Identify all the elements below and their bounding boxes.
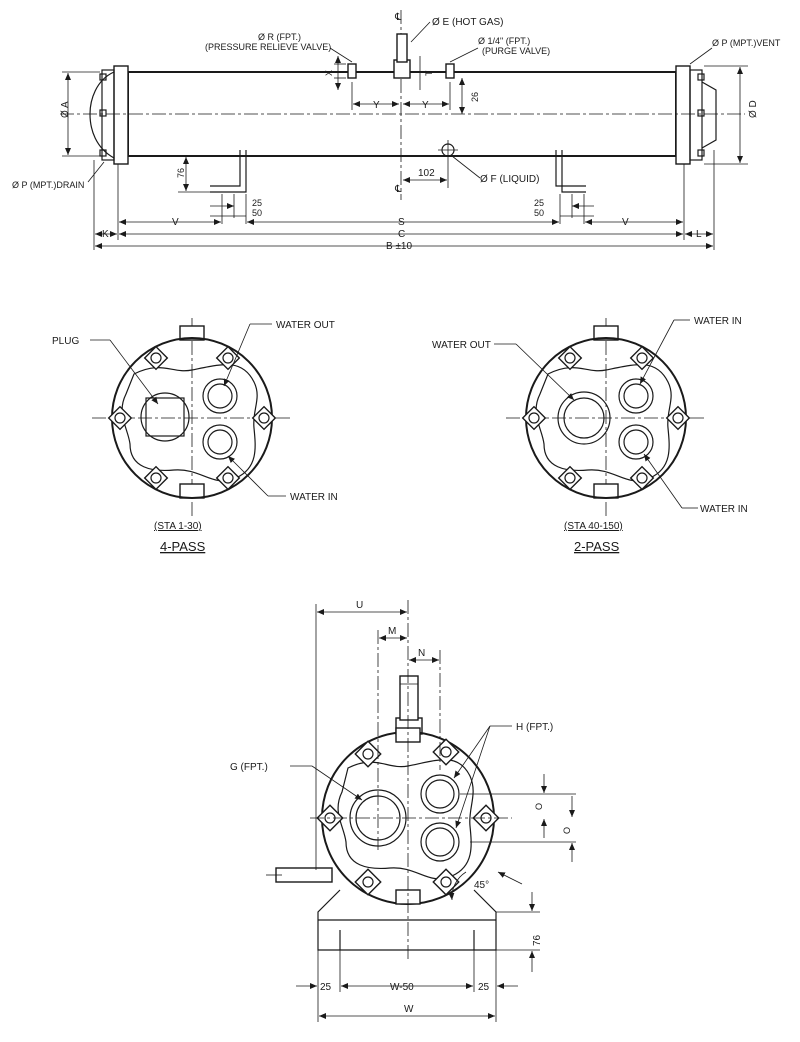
h-label: H (FPT.)	[516, 722, 553, 733]
g-label: G (FPT.)	[230, 762, 268, 773]
dim-26: 26	[470, 92, 480, 102]
plug-circle	[140, 392, 190, 442]
dim-s: S	[398, 217, 405, 228]
dim-76-end: 76	[532, 934, 543, 946]
four-pass-water-out-label: WATER OUT	[276, 320, 335, 331]
dim-76: 76	[176, 168, 186, 178]
end-view-saddle	[317, 889, 497, 951]
dim-25-right: 25	[534, 198, 544, 208]
end-view-bolts	[316, 738, 500, 896]
dim-v-right: V	[622, 217, 629, 228]
four-pass-water-in-port	[202, 424, 238, 460]
end-view-nozzle	[399, 675, 419, 721]
dim-102: 102	[418, 168, 435, 179]
two-pass-water-out-port	[557, 391, 611, 445]
two-pass-title: 2-PASS	[574, 539, 620, 554]
four-pass-title: 4-PASS	[160, 539, 206, 554]
two-pass-water-out-label: WATER OUT	[432, 340, 491, 351]
four-pass-cover	[121, 364, 258, 482]
four-pass-bolts	[107, 345, 277, 491]
dim-b: B ±10	[386, 241, 412, 252]
purge-valve-label-1: Ø 1/4" (FPT.)	[478, 36, 530, 46]
purge-valve	[445, 63, 455, 79]
dim-25-end-right: 25	[478, 982, 490, 993]
dim-y-right: Y	[422, 100, 429, 111]
h-port-top	[420, 774, 460, 814]
pressure-valve-label-1: Ø R (FPT.)	[258, 32, 301, 42]
two-pass-water-in-top-label: WATER IN	[694, 316, 742, 327]
four-pass-view	[92, 318, 292, 518]
dim-w50: W-50	[390, 982, 414, 993]
plug-label: PLUG	[52, 336, 79, 347]
vent-label: Ø P (MPT.)VENT	[712, 38, 781, 48]
dim-y-left: Y	[373, 100, 380, 111]
right-flange	[675, 65, 691, 165]
dim-25-left: 25	[252, 198, 262, 208]
dim-25-end-left: 25	[320, 982, 332, 993]
flange-bolts	[99, 73, 705, 157]
end-view: U M N G (FPT.) H (FPT.) O O 45° 76	[230, 600, 576, 1022]
hot-gas-label: Ø E (HOT GAS)	[432, 17, 504, 28]
vent-leader	[689, 47, 713, 65]
dim-d: Ø D	[748, 100, 759, 118]
hot-gas-nozzle-base	[393, 59, 411, 79]
two-pass-cover	[535, 364, 672, 482]
dim-a: Ø A	[60, 101, 71, 118]
two-pass-water-in-top-port	[618, 378, 654, 414]
two-pass-range: (STA 40-150)	[564, 521, 623, 532]
left-cover	[101, 69, 115, 161]
dim-w: W	[404, 1004, 414, 1015]
dim-c: C	[398, 229, 405, 240]
dim-v-left: V	[172, 217, 179, 228]
dim-o1: O	[534, 803, 544, 810]
dim-l: L	[696, 229, 702, 240]
dim-u: U	[356, 600, 363, 611]
drain-leader	[87, 161, 105, 183]
liquid-label: Ø F (LIQUID)	[480, 174, 539, 185]
dim-k: K	[102, 229, 109, 240]
pressure-valve-leader	[329, 47, 353, 63]
dim-t: T	[424, 70, 434, 76]
right-support	[555, 150, 586, 193]
four-pass-range: (STA 1-30)	[154, 521, 202, 532]
pressure-relief-valve	[347, 63, 357, 79]
hot-gas-leader	[410, 21, 431, 43]
hot-gas-nozzle	[396, 33, 408, 63]
right-cover	[689, 69, 703, 161]
centerline-symbol-bottom: ℄	[394, 184, 402, 195]
purge-valve-label-2: (PURGE VALVE)	[482, 46, 550, 56]
two-pass-water-in-bottom-port	[618, 424, 654, 460]
purge-valve-leader	[449, 47, 479, 63]
two-pass-bolts	[521, 345, 691, 491]
centerline-symbol-top: ℄	[394, 12, 402, 23]
dim-o2: O	[562, 827, 572, 834]
end-view-side-pipe	[275, 867, 333, 883]
end-view-cover	[337, 759, 474, 880]
drain-label: Ø P (MPT.)DRAIN	[12, 180, 84, 190]
dim-50-left: 50	[252, 208, 262, 218]
dim-50-right: 50	[534, 208, 544, 218]
dim-x: X	[324, 70, 334, 76]
four-pass-water-in-label: WATER IN	[290, 492, 338, 503]
left-support	[210, 150, 247, 193]
h-port-bottom	[420, 822, 460, 862]
pressure-valve-label-2: (PRESSURE RELIEVE VALVE)	[205, 42, 331, 52]
dim-m: M	[388, 626, 396, 637]
four-pass-water-out-port	[202, 378, 238, 414]
two-pass-water-in-bottom-label: WATER IN	[700, 504, 748, 515]
left-flange	[113, 65, 129, 165]
two-pass-view	[506, 318, 706, 518]
liquid-leader	[451, 155, 481, 179]
plug-square	[145, 397, 185, 437]
side-view: ℄ ℄ Ø E (HOT GAS) Ø R (FPT.) (PRESSURE R…	[12, 10, 781, 252]
dim-n: N	[418, 648, 425, 659]
angle-45: 45°	[474, 880, 489, 891]
right-head	[701, 81, 717, 149]
